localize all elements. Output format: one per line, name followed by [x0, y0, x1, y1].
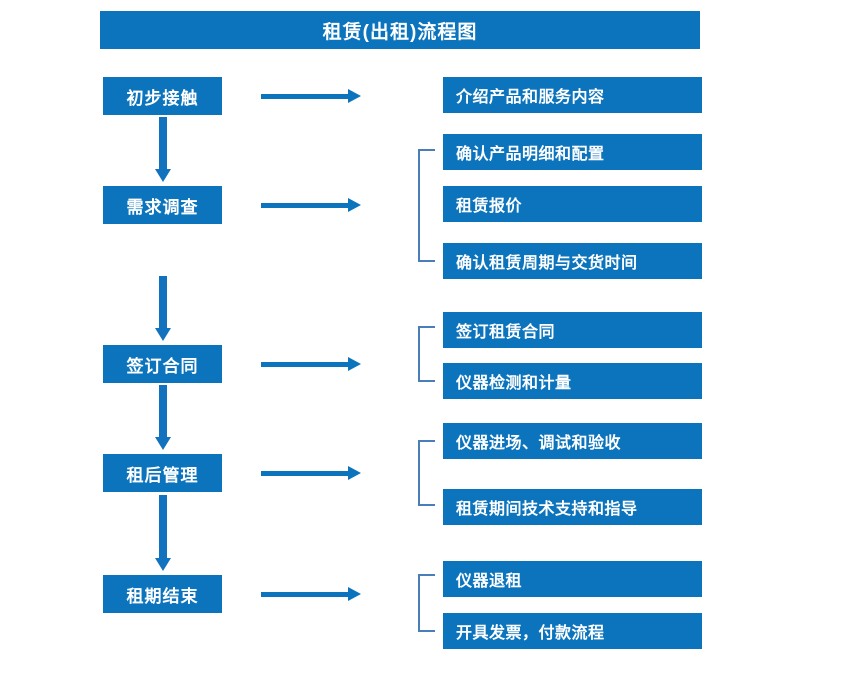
task-box-4[interactable]: 确认租赁周期与交货时间: [443, 243, 702, 279]
group-bracket-icon-4: [418, 574, 443, 632]
task-box-6[interactable]: 仪器检测和计量: [443, 363, 702, 399]
arrow-right-icon-2: [261, 197, 361, 213]
arrow-down-icon-1: [155, 117, 171, 182]
task-box-10[interactable]: 开具发票，付款流程: [443, 613, 702, 649]
task-box-8[interactable]: 租赁期间技术支持和指导: [443, 489, 702, 525]
stage-box-3[interactable]: 签订合同: [103, 345, 222, 383]
task-box-9[interactable]: 仪器退租: [443, 561, 702, 597]
arrow-down-icon-2: [155, 276, 171, 341]
stage-box-2[interactable]: 需求调查: [103, 186, 222, 224]
stage-box-5[interactable]: 租期结束: [103, 575, 222, 613]
arrow-right-icon-1: [261, 88, 361, 104]
page-title: 租赁(出租)流程图: [100, 11, 700, 49]
arrow-right-icon-5: [261, 586, 361, 602]
task-box-1[interactable]: 介绍产品和服务内容: [443, 77, 702, 113]
task-box-2[interactable]: 确认产品明细和配置: [443, 134, 702, 170]
arrow-down-icon-4: [155, 495, 171, 571]
task-box-3[interactable]: 租赁报价: [443, 186, 702, 222]
arrow-right-icon-4: [261, 465, 361, 481]
group-bracket-icon-2: [418, 326, 443, 382]
group-bracket-icon-1: [418, 149, 443, 262]
stage-box-4[interactable]: 租后管理: [103, 454, 222, 492]
group-bracket-icon-3: [418, 440, 443, 506]
stage-box-1[interactable]: 初步接触: [103, 77, 222, 115]
arrow-down-icon-3: [155, 385, 171, 450]
arrow-right-icon-3: [261, 356, 361, 372]
task-box-7[interactable]: 仪器进场、调试和验收: [443, 423, 702, 459]
task-box-5[interactable]: 签订租赁合同: [443, 312, 702, 348]
